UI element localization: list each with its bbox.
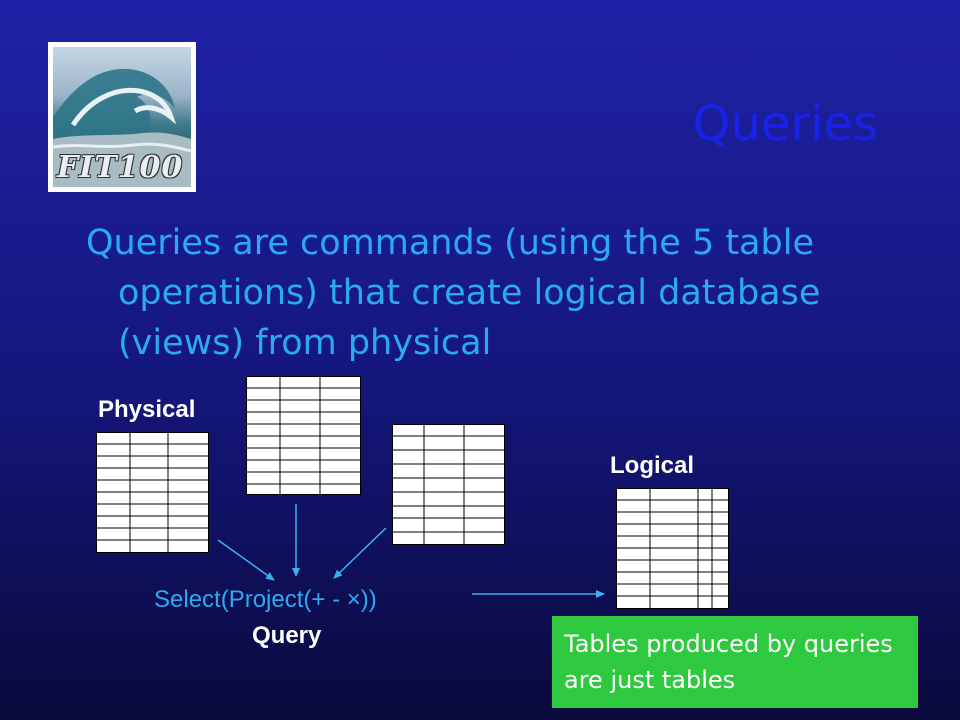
physical-table-1 bbox=[96, 432, 209, 553]
logical-label: Logical bbox=[610, 452, 695, 479]
note-box: Tables produced by queries are just tabl… bbox=[552, 616, 918, 708]
wave-image: FIT100 bbox=[53, 47, 191, 187]
physical-table-3 bbox=[392, 424, 505, 545]
physical-table-2 bbox=[246, 376, 361, 495]
fit100-logo: FIT100 bbox=[48, 42, 196, 192]
wave-icon bbox=[53, 68, 191, 187]
slide-body-text: Queries are commands (using the 5 table … bbox=[86, 223, 821, 363]
query-expression: Select(Project(+ - ×)) bbox=[154, 586, 377, 613]
physical-label: Physical bbox=[98, 396, 196, 423]
query-label: Query bbox=[252, 622, 322, 649]
logical-table bbox=[616, 488, 729, 609]
arrow-physical-1-to-query bbox=[217, 539, 275, 581]
arrow-physical-3-to-query bbox=[333, 527, 387, 579]
logo-text: FIT100 bbox=[57, 150, 184, 185]
slide-title: Queries bbox=[692, 96, 878, 152]
